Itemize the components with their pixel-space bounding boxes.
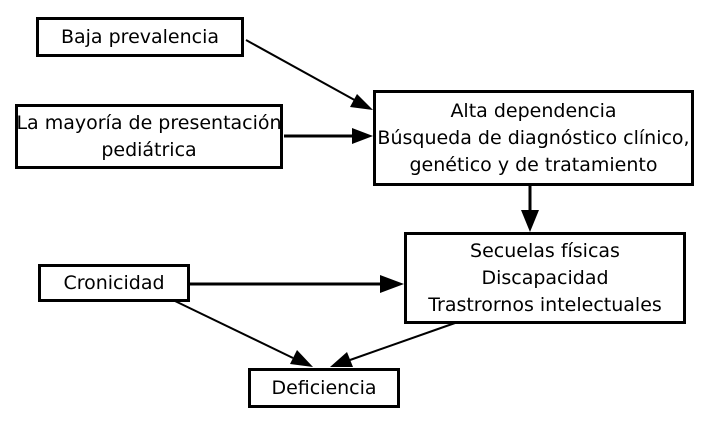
arrowhead-cronicidad-to-secuelas: [380, 275, 404, 293]
arrowhead-mayoria-to-alta: [352, 128, 373, 144]
node-mayoria-line-2: pediátrica: [101, 138, 197, 161]
node-deficiencia-line-1: Deficiencia: [271, 376, 377, 399]
node-alta-dependencia: Alta dependencia Búsqueda de diagnóstico…: [373, 90, 694, 186]
node-mayoria-line-1: La mayoría de presentación: [16, 111, 282, 134]
node-secuelas-line-1: Secuelas físicas: [470, 239, 620, 262]
node-alta-line-1: Alta dependencia: [450, 99, 617, 122]
node-baja-line-1: Baja prevalencia: [60, 25, 220, 48]
node-cronicidad: Cronicidad: [38, 264, 190, 302]
node-secuelas: Secuelas físicas Discapacidad Trastrorno…: [404, 232, 686, 324]
edge-cronicidad-to-deficiencia: [174, 300, 294, 359]
node-alta-line-2: Búsqueda de diagnóstico clínico,: [377, 126, 690, 149]
node-cronicidad-line-1: Cronicidad: [63, 271, 165, 294]
node-secuelas-line-2: Discapacidad: [481, 266, 609, 289]
edge-secuelas-to-deficiencia: [349, 322, 456, 361]
arrowhead-secuelas-to-deficiencia: [330, 352, 353, 367]
edge-baja-to-alta: [245, 39, 370, 109]
node-deficiencia: Deficiencia: [248, 368, 400, 408]
node-alta-line-3: genético y de tratamiento: [409, 153, 658, 176]
arrowhead-cronicidad-to-deficiencia: [290, 350, 313, 367]
node-secuelas-line-3: Trastrornos intelectuales: [428, 293, 662, 316]
arrowhead-baja-to-alta: [350, 94, 373, 110]
node-mayoria-pediatrica: La mayoría de presentación pediátrica: [15, 104, 283, 169]
node-baja-prevalencia: Baja prevalencia: [36, 17, 244, 57]
arrowhead-alta-to-secuelas: [521, 210, 539, 232]
